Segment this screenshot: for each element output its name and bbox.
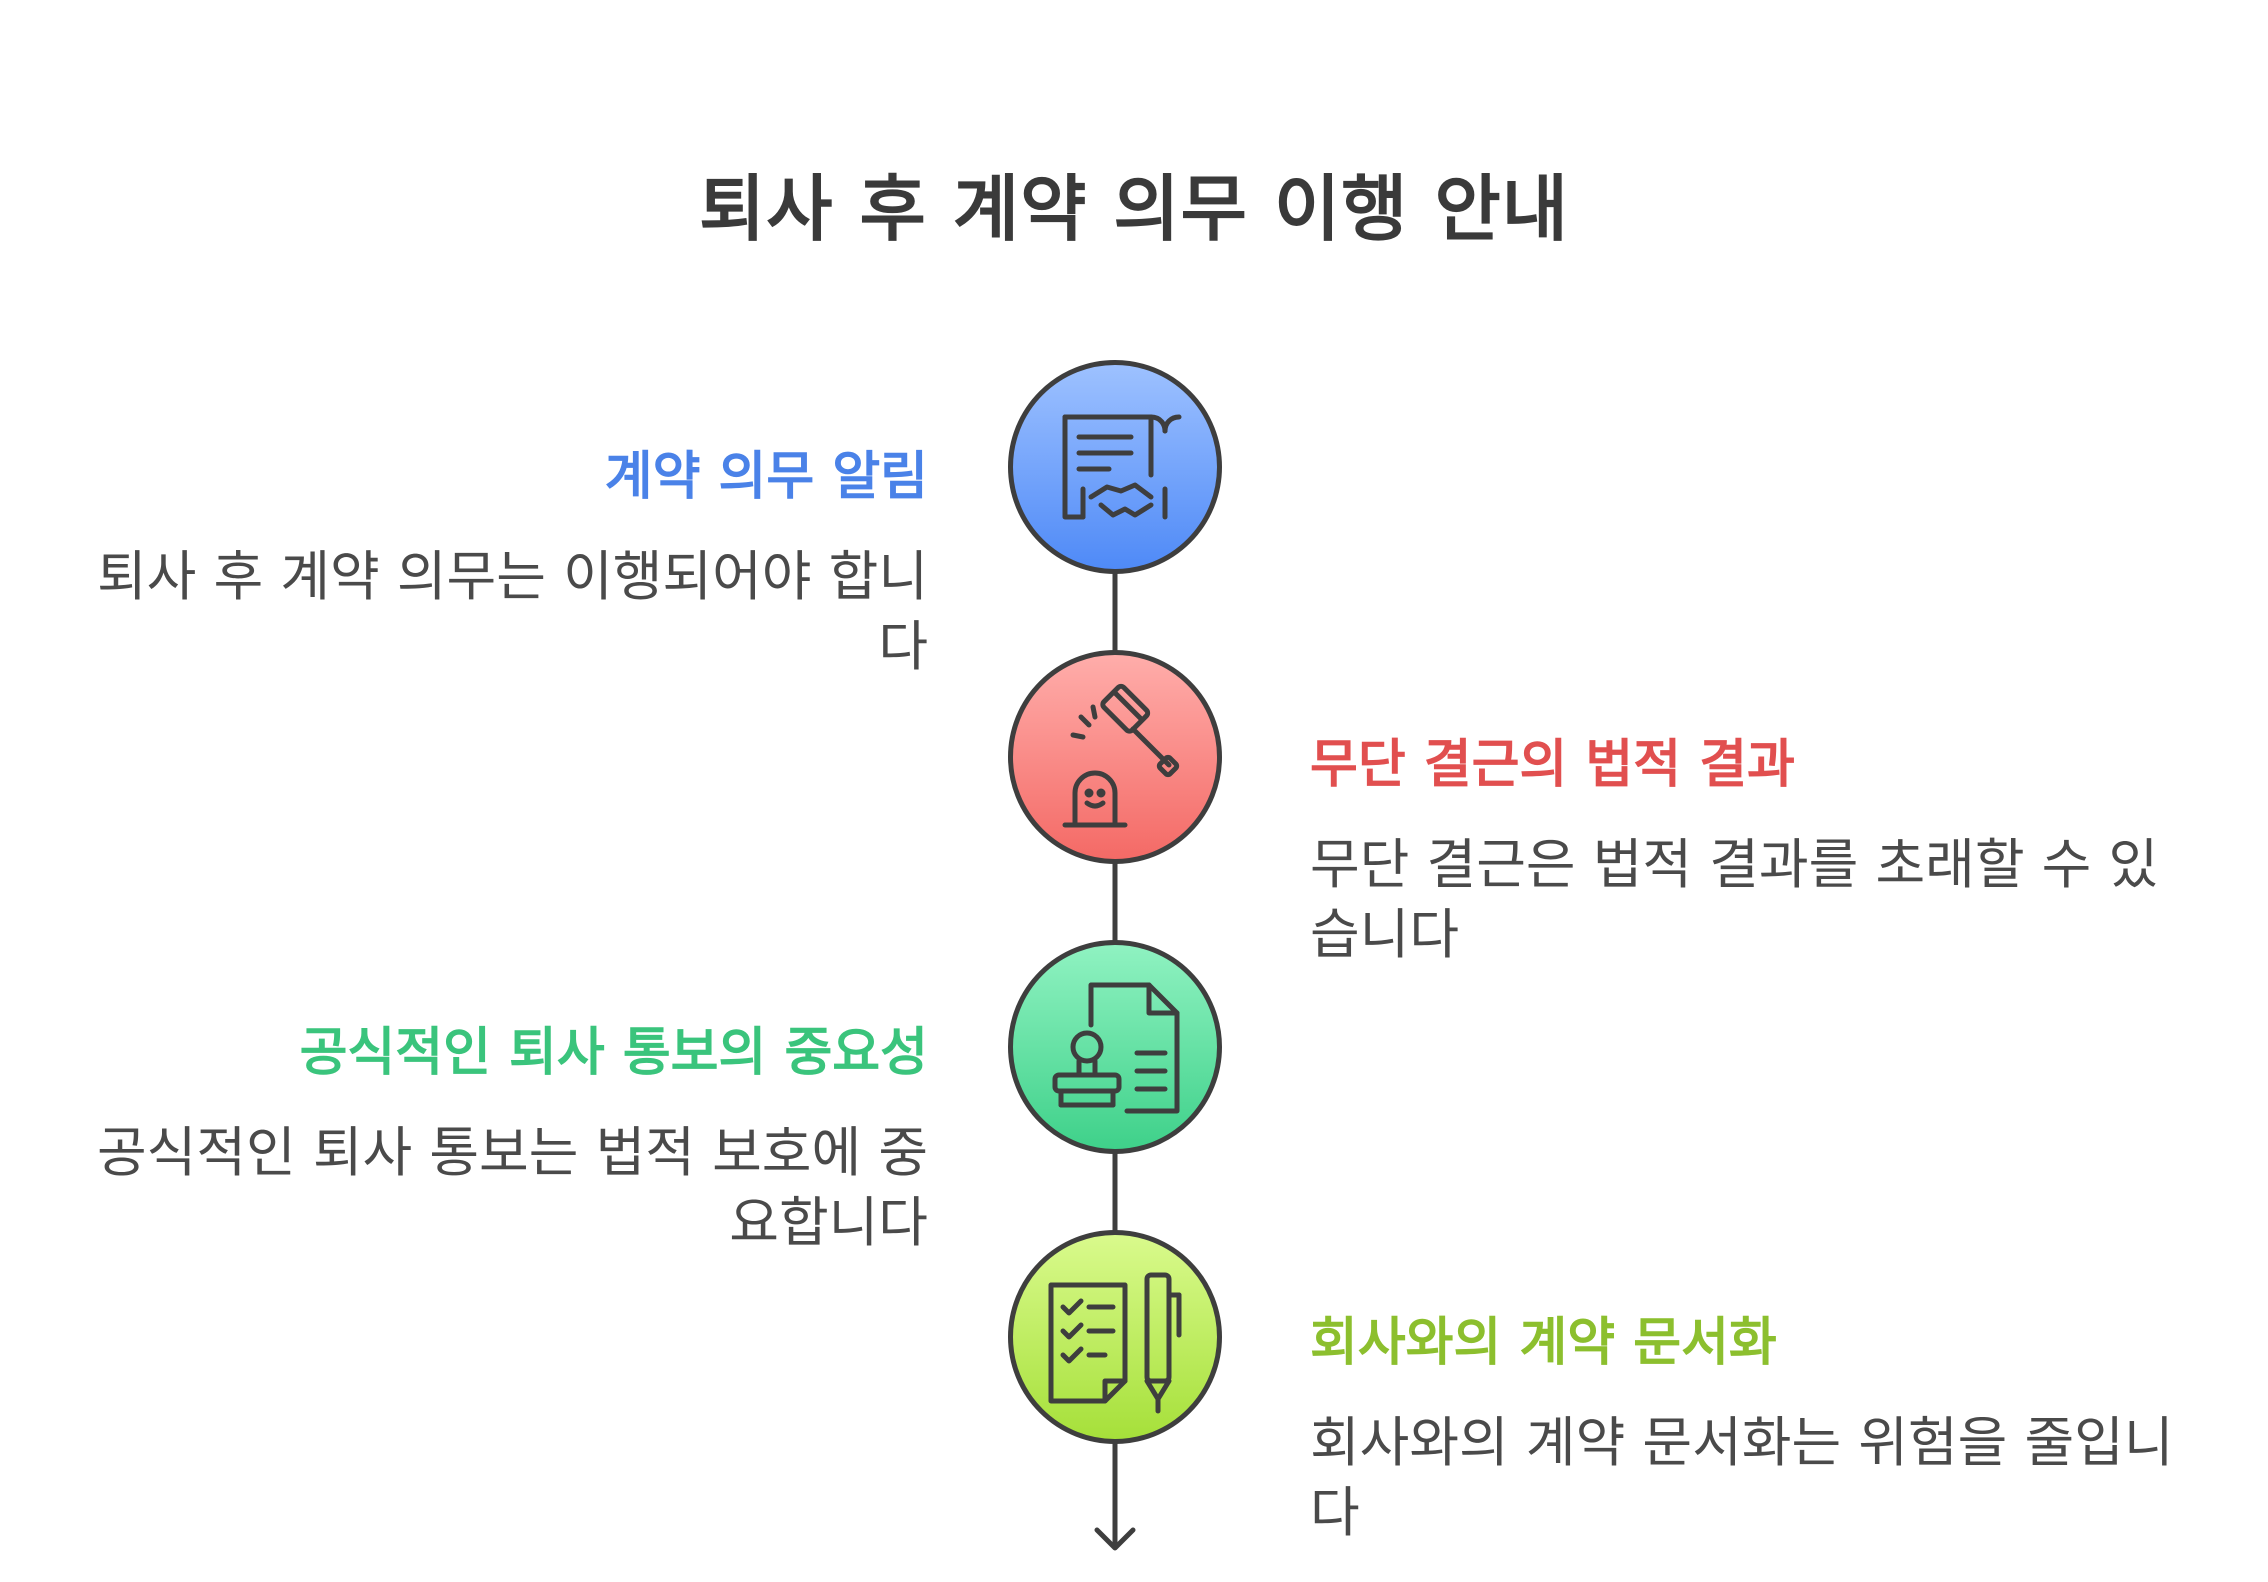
step-3-node (1008, 940, 1222, 1154)
page-title: 퇴사 후 계약 의무 이행 안내 (699, 167, 1569, 251)
step-2-description: 무단 결근은 법적 결과를 초래할 수 있습니다 (1310, 833, 2159, 966)
gavel-icon (1062, 683, 1180, 828)
step-4-node (1008, 1230, 1222, 1444)
contract-handshake-icon (1062, 414, 1182, 520)
step-1-heading: 계약 의무 알림 (604, 447, 928, 507)
step-1-description: 퇴사 후 계약 의무는 이행되어야 합니다 (96, 545, 928, 678)
checklist-pen-icon (1048, 1272, 1182, 1414)
arrow-down-icon (1094, 1527, 1136, 1551)
step-4-heading: 회사와의 계약 문서화 (1310, 1313, 1777, 1373)
step-1-node (1008, 360, 1222, 574)
step-2-heading: 무단 결근의 법적 결과 (1310, 735, 1795, 795)
step-4-description: 회사와의 계약 문서화는 위험을 줄입니다 (1310, 1411, 2174, 1544)
stamped-document-icon (1052, 982, 1180, 1114)
step-2-node (1008, 650, 1222, 864)
step-3-description: 공식적인 퇴사 통보는 법적 보호에 중요합니다 (96, 1121, 928, 1254)
step-3-heading: 공식적인 퇴사 통보의 중요성 (299, 1023, 928, 1083)
